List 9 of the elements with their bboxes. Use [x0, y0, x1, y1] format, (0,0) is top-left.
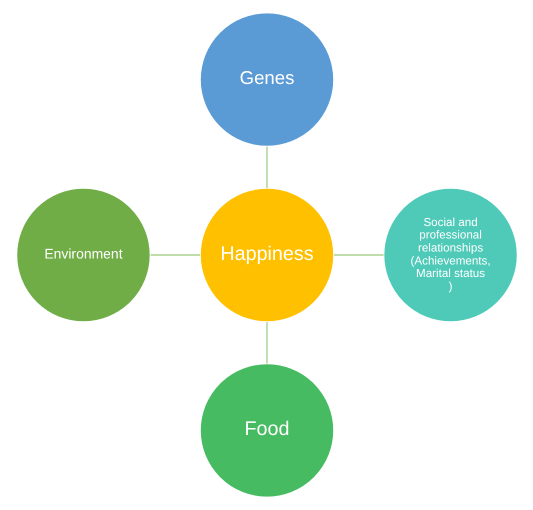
- node-circle: Food: [199, 363, 334, 498]
- connector: [150, 254, 200, 256]
- connector: [334, 254, 384, 256]
- node-circle: Environment: [16, 188, 150, 322]
- node-circle: Happiness: [199, 188, 334, 322]
- connector: [266, 322, 268, 364]
- connector: [266, 146, 268, 188]
- node-circle: Social and professional relationships (Achievements, Marital status ): [382, 188, 518, 322]
- node-circle: Genes: [199, 12, 334, 147]
